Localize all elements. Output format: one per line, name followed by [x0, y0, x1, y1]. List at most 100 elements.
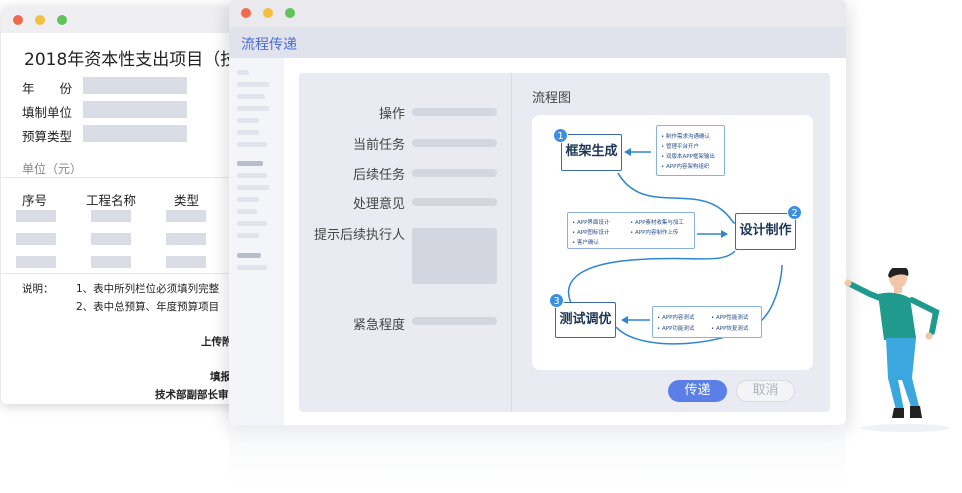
flow-node-3: 测试调优 — [555, 302, 616, 338]
sidebar-item[interactable] — [237, 209, 257, 214]
sidebar-item[interactable] — [237, 106, 269, 111]
maximize-dot-icon[interactable] — [57, 15, 67, 25]
table-cell — [16, 256, 56, 268]
minimize-dot-icon[interactable] — [35, 15, 45, 25]
step-badge-1: 1 — [553, 128, 568, 143]
note-item: • APP内容架构组织 — [661, 164, 710, 170]
budget-type-field[interactable] — [83, 125, 187, 142]
opinion-field[interactable] — [412, 198, 497, 206]
flow-note-3: • APP内容测试 • APP性能测试 • APP功能测试 • APP恢复测试 — [652, 306, 762, 338]
sidebar-item[interactable] — [237, 142, 267, 147]
budget-type-label: 预算类型 — [22, 129, 73, 144]
note-item: • APP素材收集与加工 — [630, 220, 684, 226]
current-task-field[interactable] — [412, 139, 497, 147]
flow-node-1: 框架生成 — [561, 134, 622, 171]
pants — [886, 338, 920, 410]
note-item: • APP性能测试 — [711, 315, 749, 321]
sidebar-item[interactable] — [237, 94, 265, 99]
urgency-label: 紧急程度 — [352, 318, 405, 333]
connector-1-2 — [617, 172, 736, 224]
right-hand — [925, 332, 933, 340]
arrow-3-head — [621, 316, 628, 324]
prompt-executor-textarea[interactable] — [412, 228, 497, 284]
note-1: 1、表中所列栏位必须填列完整 — [76, 283, 220, 295]
next-task-label: 后续任务 — [352, 168, 405, 183]
next-task-field[interactable] — [412, 169, 497, 177]
right-arm — [909, 297, 940, 335]
step-badge-2: 2 — [787, 205, 802, 220]
document-title: 2018年资本性支出项目（技术 — [24, 50, 251, 70]
close-dot-icon[interactable] — [241, 8, 251, 18]
col-header-index: 序号 — [22, 193, 48, 208]
sign-approver: 技术部副部长审 — [155, 389, 229, 401]
unit-field[interactable] — [83, 101, 187, 118]
operation-field[interactable] — [412, 108, 497, 116]
sidebar-item[interactable] — [237, 265, 267, 270]
table-cell — [91, 256, 131, 268]
minimize-dot-icon[interactable] — [263, 8, 273, 18]
note-item: • 管理平台开户 — [661, 144, 699, 150]
sidebar-item[interactable] — [237, 233, 259, 238]
maximize-dot-icon[interactable] — [285, 8, 295, 18]
right-shoe — [910, 406, 922, 418]
submit-button[interactable]: 传递 — [668, 380, 727, 402]
col-header-name: 工程名称 — [86, 193, 137, 208]
opinion-label: 处理意见 — [352, 197, 405, 212]
sidebar-item[interactable] — [237, 197, 259, 202]
flow-note-2: • APP界面设计 • APP素材收集与加工 • APP图标设计 • APP内容… — [567, 212, 695, 249]
sidebar-item-active[interactable] — [237, 161, 263, 166]
year-field[interactable] — [83, 77, 187, 94]
workflow-header: 流程传递 — [229, 27, 846, 58]
step-badge-3: 3 — [549, 293, 564, 308]
sidebar-item[interactable] — [237, 185, 269, 190]
divider — [1, 273, 251, 274]
table-cell — [91, 233, 131, 245]
note-item: • APP恢复测试 — [711, 326, 749, 332]
person-illustration — [844, 268, 950, 432]
year-label: 年 份 — [22, 81, 73, 96]
sign-fill: 填报 — [210, 371, 231, 383]
table-cell — [16, 233, 56, 245]
sidebar-item[interactable] — [237, 118, 259, 123]
table-cell — [91, 210, 131, 222]
table-cell — [166, 210, 206, 222]
note-2: 2、表中总预算、年度预算项目 — [76, 301, 220, 313]
col-header-type: 类型 — [174, 193, 200, 208]
note-item: • APP功能测试 — [657, 326, 695, 332]
arrow-2-head — [721, 230, 728, 238]
sidebar-item[interactable] — [237, 70, 249, 75]
sidebar — [229, 58, 284, 425]
note-item: • APP内容制作上传 — [630, 230, 679, 236]
table-cell — [16, 210, 56, 222]
flow-note-1: • 制作需求沟通确认 • 管理平台开户 • 双版本APP框架输出 • APP内容… — [656, 125, 725, 176]
urgency-field[interactable] — [412, 317, 497, 325]
sidebar-item[interactable] — [237, 253, 261, 258]
document-window: 2018年资本性支出项目（技术 年 份 填制单位 预算类型 单位（元） 序号 工… — [1, 7, 251, 404]
workflow-window: 流程传递 操作 当前任务 后续任务 — [229, 0, 846, 425]
cancel-button[interactable]: 取消 — [736, 380, 795, 402]
left-hand — [844, 279, 852, 287]
flow-node-1-label: 框架生成 — [565, 144, 618, 159]
note-item: • APP图标设计 — [572, 230, 610, 236]
sidebar-item[interactable] — [237, 82, 269, 87]
sign-upload: 上传附 — [201, 336, 233, 348]
window-reflection — [229, 425, 846, 493]
shadow — [860, 424, 950, 432]
arrow-1-head — [624, 148, 631, 156]
panel-divider — [511, 73, 512, 412]
flow-node-2: 设计制作 — [735, 213, 796, 250]
close-dot-icon[interactable] — [13, 15, 23, 25]
page-title: 流程传递 — [241, 37, 297, 53]
note-label: 说明： — [22, 283, 54, 295]
sidebar-item[interactable] — [237, 130, 259, 135]
note-item: • 双版本APP框架输出 — [661, 154, 715, 160]
sidebar-item[interactable] — [237, 173, 267, 178]
shirt — [878, 292, 916, 340]
note-item: • APP内容测试 — [657, 315, 695, 321]
sidebar-item[interactable] — [237, 221, 267, 226]
document-titlebar — [1, 7, 251, 33]
divider — [1, 177, 251, 178]
flowchart: 框架生成 1 • 制作需求沟通确认 • 管理平台开户 • 双版本APP框架输出 … — [532, 115, 813, 370]
note-item: • APP界面设计 — [572, 220, 610, 226]
